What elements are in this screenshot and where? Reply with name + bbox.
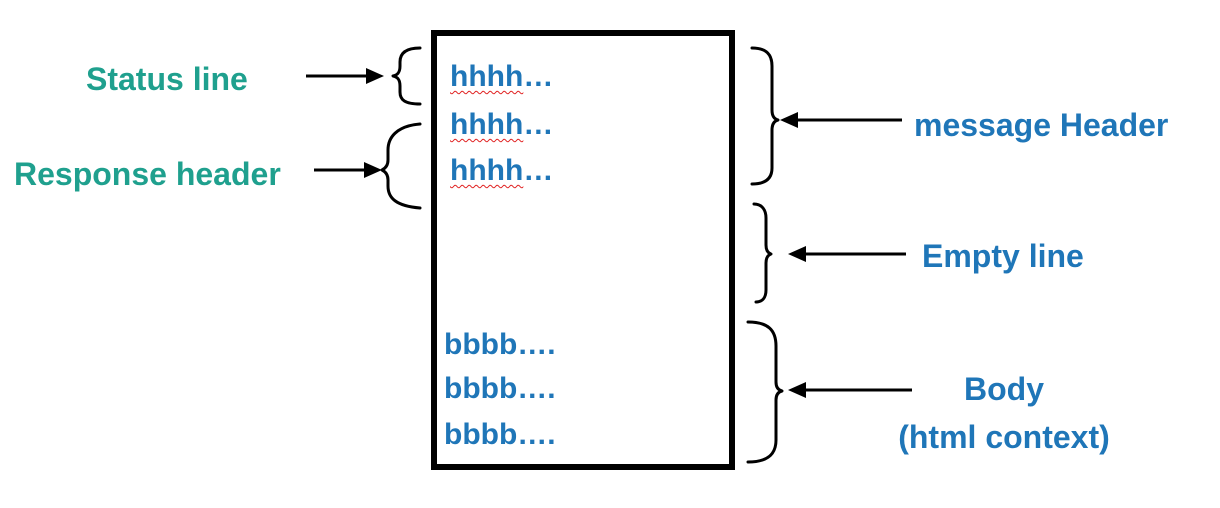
message-header-label: message Header: [914, 107, 1169, 143]
body-sublabel: (html context): [898, 419, 1110, 455]
message-header-brace: [750, 46, 780, 186]
header-line-2: hhhh…: [450, 110, 553, 140]
body-arrowhead: [788, 382, 806, 398]
header-line-3-word: hhhh: [450, 154, 524, 187]
message-box: [431, 30, 735, 470]
body-line-1: bbbb….: [444, 328, 556, 361]
message-header-arrowhead: [780, 112, 798, 128]
body-label: Body: [964, 371, 1044, 407]
empty-line-brace: [752, 202, 773, 304]
header-line-1: hhhh…: [450, 62, 553, 92]
response-header-brace: [380, 122, 422, 210]
header-line-2-word: hhhh: [450, 108, 524, 141]
header-line-2-dots: …: [523, 108, 554, 141]
response-header-label: Response header: [14, 156, 281, 192]
header-line-3-dots: …: [523, 154, 554, 187]
body-line-3: bbbb….: [444, 418, 556, 451]
status-line-label: Status line: [86, 61, 248, 97]
header-line-1-dots: …: [523, 60, 554, 93]
body-line-2: bbbb….: [444, 372, 556, 405]
header-line-1-word: hhhh: [450, 60, 524, 93]
empty-line-label: Empty line: [922, 238, 1084, 274]
header-line-3: hhhh…: [450, 156, 553, 186]
body-brace: [746, 320, 784, 464]
status-line-arrowhead: [366, 68, 384, 84]
status-line-brace: [391, 46, 422, 106]
empty-line-arrowhead: [788, 246, 806, 262]
response-header-arrowhead: [364, 162, 382, 178]
